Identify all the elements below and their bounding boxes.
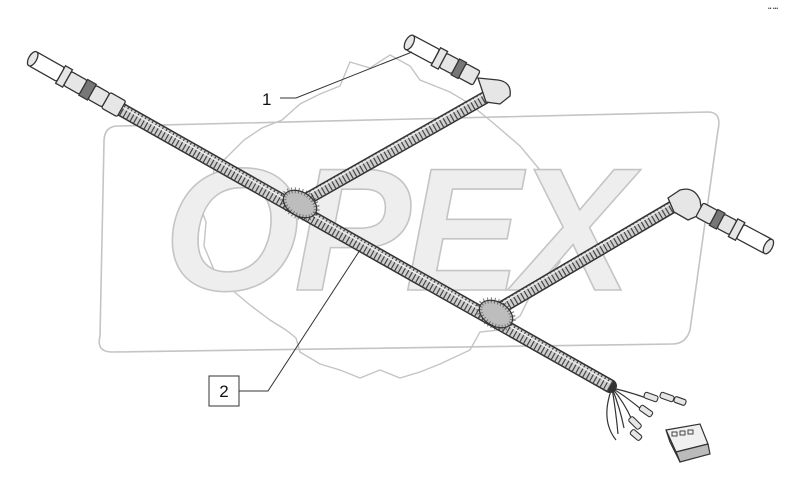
callout-2: 2 <box>208 249 361 407</box>
upper-branch-loom <box>291 89 495 211</box>
corner-code: •• ••• <box>768 6 778 12</box>
plug-block <box>665 423 711 463</box>
watermark-text: OPEX <box>164 133 642 328</box>
callout-1: 1 <box>262 51 413 109</box>
callout-number-2: 2 <box>219 382 228 401</box>
connector-top-left <box>26 50 126 117</box>
junction-lower <box>476 297 516 331</box>
callout-number-1: 1 <box>262 90 271 109</box>
leader-line-1 <box>280 51 413 99</box>
junction-upper <box>280 187 320 221</box>
connector-top-right <box>403 34 511 105</box>
watermark-panel <box>98 111 720 353</box>
lower-branch-loom <box>487 199 681 319</box>
main-loom <box>108 99 617 393</box>
wire-terminals <box>628 391 687 441</box>
connector-right <box>667 188 775 255</box>
pigtail-wires <box>606 387 647 441</box>
watermark-logo: OPEX <box>98 54 720 379</box>
leader-line-2 <box>239 249 361 392</box>
